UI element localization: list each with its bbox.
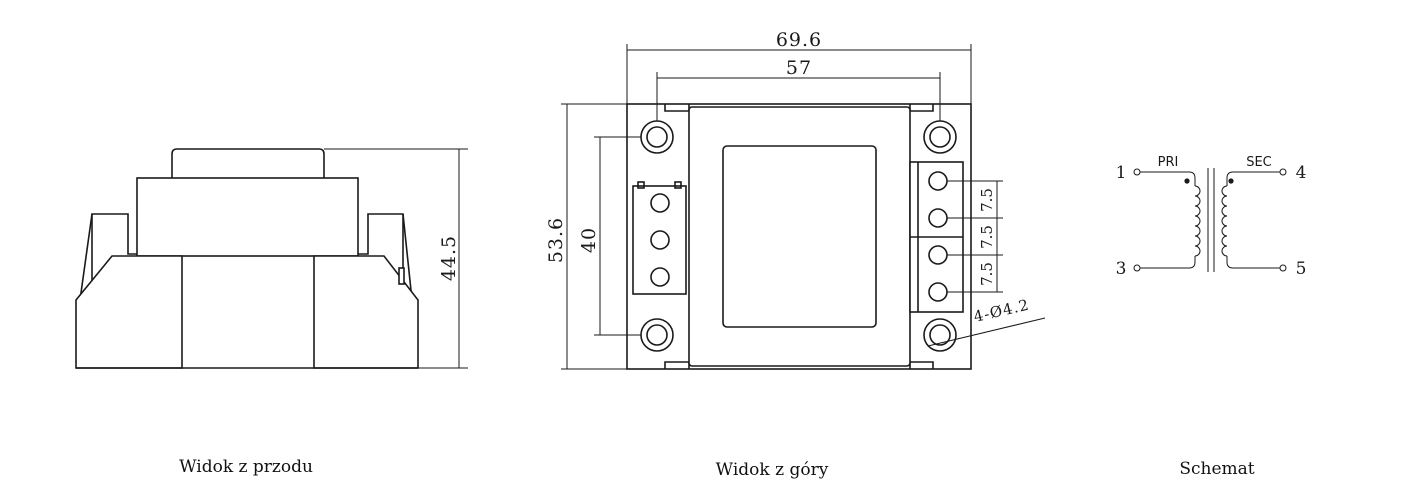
front-view: 44.5 <box>75 148 468 369</box>
pin-4-terminal <box>1279 168 1287 176</box>
pin-4-label: 4 <box>1296 163 1307 183</box>
front-left-terminal <box>75 255 183 369</box>
secondary-coil <box>1221 185 1228 257</box>
mounting-hole-bottom-right <box>923 318 957 352</box>
pin-pitch-dim-3: 7.5 <box>978 262 996 286</box>
top-hole-spacing-dim: 57 <box>786 57 812 79</box>
pin-3-terminal <box>1133 264 1141 272</box>
pin-3-label: 3 <box>1116 259 1127 279</box>
pin-5-terminal <box>1279 264 1287 272</box>
pin-pitch-dim-2: 7.5 <box>978 225 996 249</box>
pin-pitch-dim-1: 7.5 <box>978 188 996 212</box>
hole-leader-line <box>927 317 1046 347</box>
front-height-dim: 44.5 <box>438 235 460 281</box>
front-core <box>136 177 359 257</box>
primary-polarity-dot <box>1184 178 1190 184</box>
front-left-bracket <box>79 213 137 301</box>
secondary-polarity-dot <box>1228 178 1234 184</box>
mounting-hole-bottom-left <box>640 318 674 352</box>
mounting-hole-top-left <box>640 120 674 154</box>
front-right-bracket <box>358 213 413 301</box>
schematic: PRI SEC 1 3 4 5 <box>1116 155 1307 279</box>
top-core-window <box>722 145 877 328</box>
top-view-caption: Widok z góry <box>715 460 829 480</box>
pin-1-terminal <box>1133 168 1141 176</box>
secondary-label: SEC <box>1246 155 1272 170</box>
top-hole-vertical-dim: 40 <box>578 227 600 253</box>
front-top-cap <box>171 148 325 178</box>
pin-5-label: 5 <box>1296 259 1307 279</box>
top-mounting-plate <box>626 103 972 370</box>
top-width-dim: 69.6 <box>776 29 822 51</box>
mounting-hole-top-right <box>923 120 957 154</box>
top-view: 69.6 57 53.6 40 7.5 7.5 7.5 4-Ø4.2 <box>545 29 1046 370</box>
primary-label: PRI <box>1158 155 1179 170</box>
hole-dim: 4-Ø4.2 <box>972 296 1031 326</box>
top-right-terminal-block <box>909 161 964 313</box>
pin-1-label: 1 <box>1116 163 1127 183</box>
primary-coil <box>1194 185 1201 257</box>
top-height-dim: 53.6 <box>545 217 567 263</box>
top-left-terminal-block <box>632 181 687 295</box>
front-right-terminal <box>313 255 419 369</box>
front-view-caption: Widok z przodu <box>179 457 313 477</box>
schematic-caption: Schemat <box>1179 459 1255 479</box>
